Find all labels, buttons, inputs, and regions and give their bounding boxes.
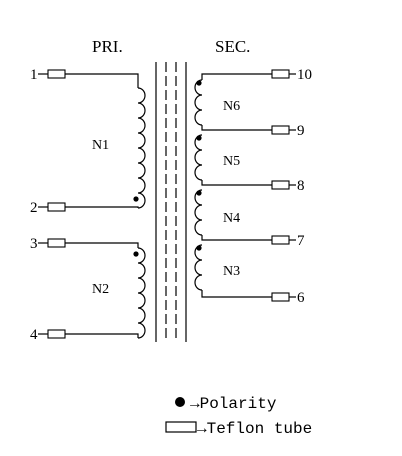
- pin-4-label: 4: [30, 327, 38, 343]
- n2-label: N2: [92, 282, 109, 297]
- primary-header: PRI.: [92, 37, 123, 56]
- n1-polarity-dot: [133, 196, 139, 202]
- n6-coil: [194, 79, 203, 126]
- teflon-tube-pin-4: [47, 329, 66, 339]
- core: [155, 62, 187, 342]
- teflon-tube-pin-7: [271, 235, 290, 245]
- n6-label: N6: [223, 99, 240, 114]
- n3-coil: [194, 244, 203, 291]
- n5-polarity-dot: [196, 135, 202, 141]
- n2-polarity-dot: [133, 251, 139, 257]
- teflon-tube-pin-2: [47, 202, 66, 212]
- n1-label: N1: [92, 138, 109, 153]
- teflon-tube-pin-3: [47, 238, 66, 248]
- n3-label: N3: [223, 264, 240, 279]
- n4-label: N4: [223, 211, 240, 226]
- pin-7-label: 7: [297, 233, 305, 249]
- teflon-tube-pin-8: [271, 180, 290, 190]
- pin-10-label: 10: [297, 67, 312, 83]
- pin-9-label: 9: [297, 123, 305, 139]
- teflon-tube-pin-9: [271, 125, 290, 135]
- pin-6-label: 6: [297, 290, 305, 306]
- legend-polarity-dot-icon: [175, 397, 185, 407]
- n3-polarity-dot: [196, 245, 202, 251]
- n1-coil: [137, 87, 146, 209]
- pin-8-label: 8: [297, 178, 305, 194]
- teflon-tube-pin-6: [271, 292, 290, 302]
- n6-polarity-dot: [196, 80, 202, 86]
- legend-teflon-tube-icon: [165, 421, 197, 433]
- n5-label: N5: [223, 154, 240, 169]
- secondary-header: SEC.: [215, 37, 250, 56]
- n5-coil: [194, 134, 203, 181]
- pin-1-label: 1: [30, 67, 38, 83]
- pin-2-label: 2: [30, 200, 38, 216]
- teflon-tube-pin-1: [47, 69, 66, 79]
- legend: →Polarity →Teflon tube: [165, 395, 312, 438]
- n4-polarity-dot: [196, 190, 202, 196]
- n4-coil: [194, 189, 203, 236]
- teflon-tube-pin-10: [271, 69, 290, 79]
- legend-polarity-text: →Polarity: [190, 395, 277, 413]
- n2-coil: [137, 247, 146, 339]
- pin-3-label: 3: [30, 236, 38, 252]
- legend-teflon-tube-text: →Teflon tube: [197, 420, 312, 438]
